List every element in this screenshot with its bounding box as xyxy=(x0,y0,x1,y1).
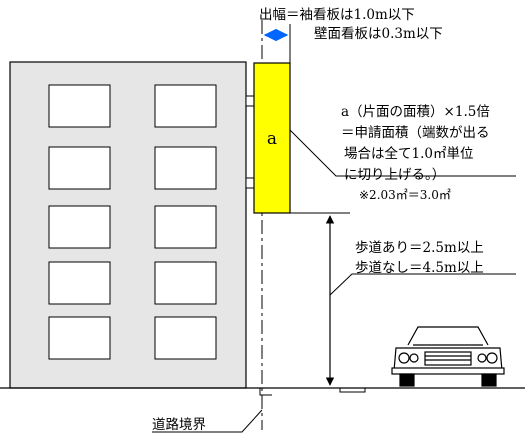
window xyxy=(154,146,217,190)
car-grille xyxy=(424,351,472,366)
projecting-sign xyxy=(253,62,291,214)
protrusion-line2: 壁面看板は0.3m以下 xyxy=(314,26,443,42)
car-wheel-left xyxy=(399,373,415,387)
clearance-with-sidewalk: 歩道あり＝2.5m以上 xyxy=(355,240,484,256)
window xyxy=(154,84,217,128)
car-headlight-right-inner xyxy=(486,352,498,364)
building xyxy=(9,61,247,389)
window xyxy=(154,205,217,249)
sign-bracket-bottom xyxy=(245,177,255,189)
car-wheel-right xyxy=(481,373,497,387)
clearance-without-sidewalk: 歩道なし＝4.5m以上 xyxy=(355,260,484,276)
window xyxy=(48,316,111,360)
area-note-line1: a（片面の面積）×1.5倍 xyxy=(341,104,490,120)
curb xyxy=(259,388,366,396)
window xyxy=(48,84,111,128)
clearance-leader xyxy=(329,273,516,296)
sign-bracket-top xyxy=(245,95,255,107)
sign-letter-a: a xyxy=(267,129,277,149)
car-headlight-right xyxy=(477,353,487,363)
car-headlight-left xyxy=(398,352,410,364)
window xyxy=(154,316,217,360)
window xyxy=(48,146,111,190)
area-note-leader xyxy=(289,129,516,177)
area-note-line4: に切り上げる。） xyxy=(344,167,445,183)
road-boundary-leader xyxy=(152,409,263,433)
window xyxy=(154,261,217,305)
window xyxy=(48,205,111,249)
car-bumper xyxy=(391,367,505,375)
car xyxy=(391,326,505,387)
road-boundary-label: 道路境界 xyxy=(152,417,206,433)
protrusion-line1: 出幅＝袖看板は1.0m以下 xyxy=(259,7,415,23)
area-note-line2: ＝申請面積（端数が出る xyxy=(341,125,490,141)
car-roof xyxy=(407,326,489,346)
area-note-line3: 場合は全て1.0㎡単位 xyxy=(344,145,473,162)
window xyxy=(48,261,111,305)
area-note-example: ※2.03㎡＝3.0㎡ xyxy=(359,188,451,202)
car-headlight-left-inner xyxy=(409,353,419,363)
